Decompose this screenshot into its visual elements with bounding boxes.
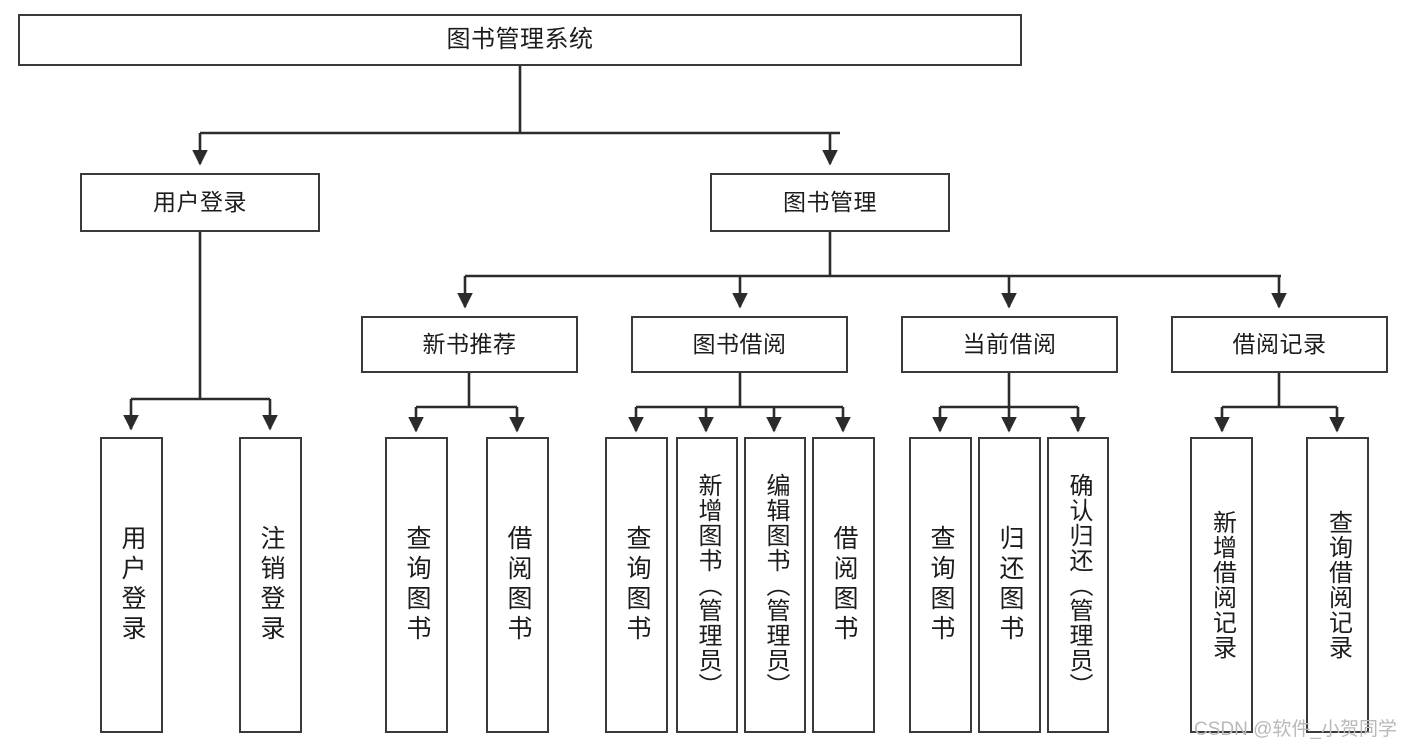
node-label: 借阅记录	[1232, 330, 1327, 357]
node-user-login[interactable]: 用户登录	[80, 173, 320, 232]
node-root-book-management-system[interactable]: 图书管理系统	[18, 14, 1022, 66]
leaf-user-login[interactable]: 用户登录	[100, 437, 163, 733]
leaf-confirm-return-admin[interactable]: 确认归还（管理员）	[1047, 437, 1109, 733]
node-label: 编辑图书（管理员）	[762, 472, 789, 698]
node-label: 图书借阅	[692, 330, 787, 357]
node-label: 当前借阅	[962, 330, 1057, 357]
leaf-query-book-recommend[interactable]: 查询图书	[385, 437, 448, 733]
leaf-logout[interactable]: 注销登录	[239, 437, 302, 733]
node-book-borrow[interactable]: 图书借阅	[631, 316, 848, 373]
node-label: 归还图书	[996, 525, 1024, 645]
node-label: 借阅图书	[830, 525, 858, 645]
node-label: 确认归还（管理员）	[1065, 472, 1092, 698]
node-label: 新增图书（管理员）	[694, 472, 721, 698]
leaf-add-book-admin[interactable]: 新增图书（管理员）	[676, 437, 738, 733]
node-label: 查询借阅记录	[1324, 510, 1352, 660]
csdn-watermark: CSDN @软件_小贺同学	[1194, 719, 1397, 740]
leaf-borrow-book-recommend[interactable]: 借阅图书	[486, 437, 549, 733]
node-label: 用户登录	[153, 188, 247, 215]
node-label: 查询图书	[403, 525, 431, 645]
node-label: 查询图书	[623, 525, 651, 645]
leaf-return-book[interactable]: 归还图书	[978, 437, 1041, 733]
leaf-edit-book-admin[interactable]: 编辑图书（管理员）	[744, 437, 806, 733]
leaf-add-borrow-record[interactable]: 新增借阅记录	[1190, 437, 1253, 733]
node-current-borrow[interactable]: 当前借阅	[901, 316, 1118, 373]
node-label: 图书管理	[783, 188, 877, 215]
node-label: 图书管理系统	[446, 25, 594, 53]
leaf-borrow-book[interactable]: 借阅图书	[812, 437, 875, 733]
node-borrow-record[interactable]: 借阅记录	[1171, 316, 1388, 373]
node-new-book-recommendation[interactable]: 新书推荐	[361, 316, 578, 373]
node-label: 新增借阅记录	[1208, 510, 1236, 660]
node-book-management[interactable]: 图书管理	[710, 173, 950, 232]
node-label: 查询图书	[927, 525, 955, 645]
node-label: 用户登录	[118, 525, 146, 645]
node-label: 新书推荐	[422, 330, 517, 357]
leaf-query-book-borrow[interactable]: 查询图书	[605, 437, 668, 733]
leaf-query-borrow-record[interactable]: 查询借阅记录	[1306, 437, 1369, 733]
node-label: 借阅图书	[504, 525, 532, 645]
leaf-query-book-current[interactable]: 查询图书	[909, 437, 972, 733]
node-label: 注销登录	[257, 525, 285, 645]
